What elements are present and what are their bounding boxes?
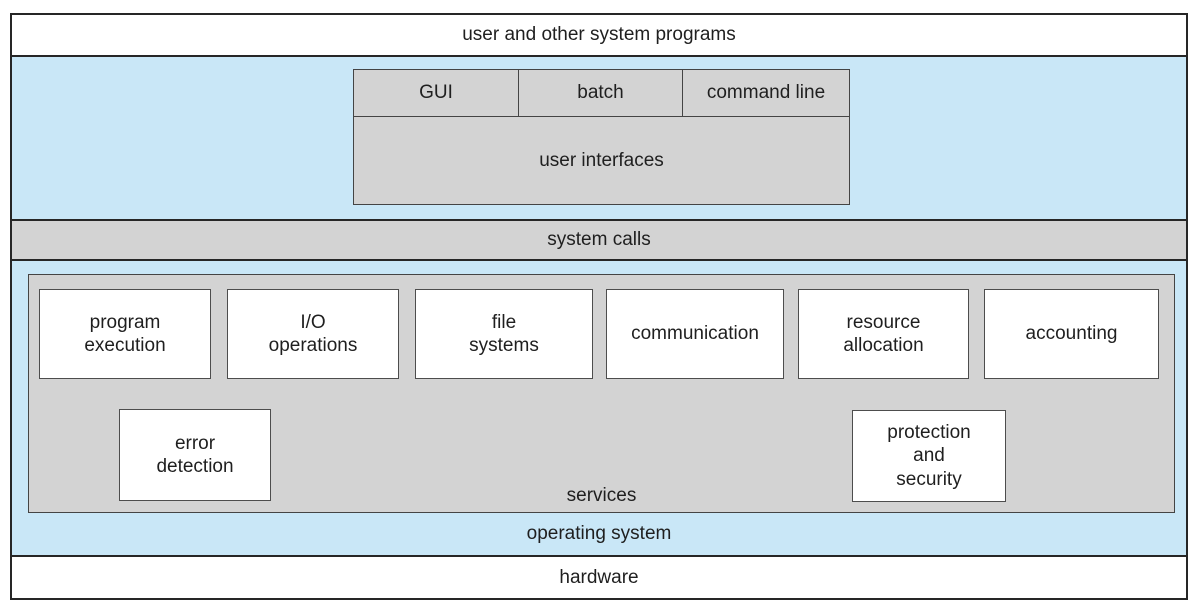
service-box-error-detection: error detection <box>119 409 271 501</box>
hardware-label: hardware <box>559 566 639 588</box>
services-box: program execution I/O operations file sy… <box>28 274 1175 513</box>
service-box-file-systems: file systems <box>415 289 593 379</box>
user-programs-label: user and other system programs <box>462 24 736 45</box>
user-interfaces-band: GUI batch command line user interfaces <box>12 55 1186 219</box>
ui-cell-command-line: command line <box>706 82 826 103</box>
service-box-protection-and-security: protection and security <box>852 410 1006 502</box>
diagram-frame: user and other system programs GUI batch… <box>10 13 1188 600</box>
system-calls-band: system calls <box>12 219 1186 261</box>
operating-system-band: program execution I/O operations file sy… <box>12 261 1186 555</box>
operating-system-label: operating system <box>526 523 672 544</box>
system-calls-label: system calls <box>547 229 651 250</box>
ui-columns-row: GUI batch command line <box>354 70 849 117</box>
service-box-communication: communication <box>606 289 784 379</box>
services-label: services <box>566 485 637 506</box>
service-box-resource-allocation: resource allocation <box>798 289 969 379</box>
user-interfaces-box: GUI batch command line user interfaces <box>353 69 850 205</box>
service-box-io-operations: I/O operations <box>227 289 399 379</box>
service-box-accounting: accounting <box>984 289 1159 379</box>
hardware-band: hardware <box>12 555 1186 598</box>
user-programs-band: user and other system programs <box>12 15 1186 55</box>
user-interfaces-label: user interfaces <box>539 149 664 171</box>
ui-cell-gui: GUI <box>354 70 519 116</box>
service-box-program-execution: program execution <box>39 289 211 379</box>
ui-cell-batch: batch <box>519 70 683 116</box>
